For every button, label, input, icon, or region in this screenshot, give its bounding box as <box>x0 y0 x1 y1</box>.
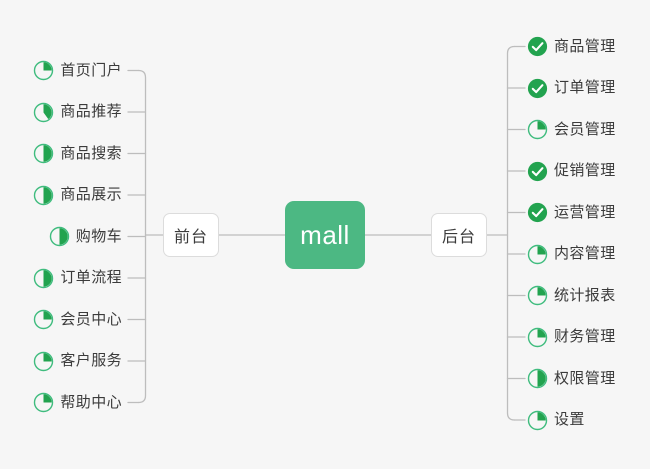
backend-item-label: 内容管理 <box>554 245 616 262</box>
frontend-item[interactable]: 商品推荐 <box>33 99 122 125</box>
frontend-item[interactable]: 商品搜索 <box>33 141 122 167</box>
backend-item[interactable]: 订单管理 <box>527 75 616 101</box>
backend-item-label: 会员管理 <box>554 120 616 138</box>
pie-quarter-icon <box>33 60 54 81</box>
backend-item-label: 订单管理 <box>554 79 616 96</box>
frontend-item[interactable]: 购物车 <box>49 224 122 250</box>
backend-item-label: 设置 <box>554 411 585 428</box>
pie-quarter-icon <box>527 285 548 306</box>
frontend-item-label: 购物车 <box>75 227 122 245</box>
backend-item-label: 权限管理 <box>554 369 616 387</box>
frontend-item-label: 帮助中心 <box>60 393 122 411</box>
frontend-item[interactable]: 帮助中心 <box>33 390 122 416</box>
root-node-label: mall <box>300 219 350 250</box>
frontend-item-label: 订单流程 <box>60 269 122 286</box>
pie-quarter-icon <box>33 309 54 330</box>
check-circle-icon <box>527 36 548 57</box>
backend-item-label: 商品管理 <box>554 37 616 55</box>
frontend-item[interactable]: 会员中心 <box>33 307 122 333</box>
frontend-item-label: 商品推荐 <box>60 103 122 120</box>
pie-half-icon <box>33 143 54 164</box>
backend-item[interactable]: 统计报表 <box>527 283 616 309</box>
frontend-item-label: 客户服务 <box>60 352 122 369</box>
backend-item-label: 促销管理 <box>554 162 616 179</box>
backend-item-label: 统计报表 <box>554 286 616 304</box>
pie-quarter-icon <box>527 410 548 431</box>
pie-half-icon <box>49 226 70 247</box>
root-node-mall[interactable]: mall <box>285 201 365 269</box>
backend-item[interactable]: 内容管理 <box>527 241 616 267</box>
pie-half-icon <box>527 368 548 389</box>
pie-half-icon <box>33 185 54 206</box>
pie-half-icon <box>33 268 54 289</box>
check-circle-icon <box>527 161 548 182</box>
branch-node-backend-label: 后台 <box>441 229 476 246</box>
pie-quarter-icon <box>33 351 54 372</box>
pie-quarter-icon <box>527 119 548 140</box>
backend-item[interactable]: 会员管理 <box>527 117 616 143</box>
frontend-item[interactable]: 商品展示 <box>33 182 122 208</box>
branch-node-frontend-label: 前台 <box>173 229 208 246</box>
backend-item[interactable]: 促销管理 <box>527 158 616 184</box>
backend-item[interactable]: 财务管理 <box>527 324 616 350</box>
frontend-item-label: 商品搜索 <box>60 144 122 162</box>
backend-item[interactable]: 权限管理 <box>527 366 616 392</box>
branch-node-frontend[interactable]: 前台 <box>163 213 219 257</box>
frontend-item-label: 会员中心 <box>60 310 122 328</box>
pie-40-icon <box>33 102 54 123</box>
pie-quarter-icon <box>527 244 548 265</box>
backend-item[interactable]: 商品管理 <box>527 34 616 60</box>
frontend-item-label: 首页门户 <box>60 61 122 79</box>
check-circle-icon <box>527 78 548 99</box>
pie-quarter-icon <box>527 327 548 348</box>
backend-item[interactable]: 运营管理 <box>527 200 616 226</box>
check-circle-icon <box>527 202 548 223</box>
frontend-item-label: 商品展示 <box>60 186 122 203</box>
pie-quarter-icon <box>33 392 54 413</box>
frontend-item[interactable]: 订单流程 <box>33 265 122 291</box>
frontend-item[interactable]: 首页门户 <box>33 58 122 84</box>
backend-item-label: 运营管理 <box>554 203 616 221</box>
backend-item-label: 财务管理 <box>554 328 616 345</box>
branch-node-backend[interactable]: 后台 <box>431 213 487 257</box>
frontend-item[interactable]: 客户服务 <box>33 348 122 374</box>
backend-item[interactable]: 设置 <box>527 407 585 433</box>
